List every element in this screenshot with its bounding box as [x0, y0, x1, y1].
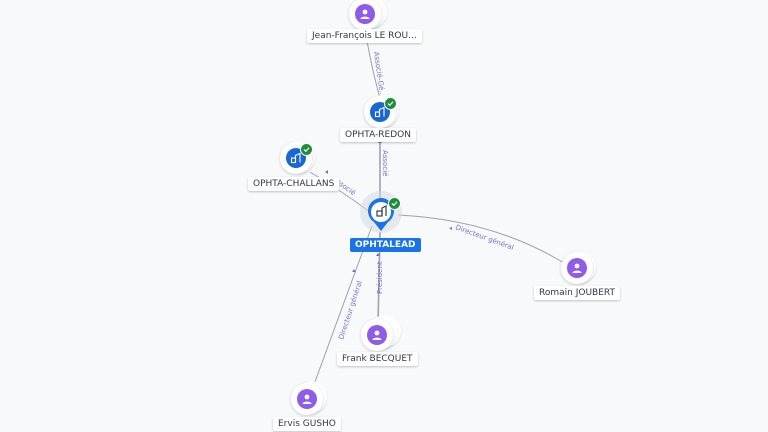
edge-label-main-romain: Directeur général	[454, 223, 514, 252]
node-ervis-gusho[interactable]	[291, 381, 331, 417]
node-label-frank-becquet[interactable]: Frank BECQUET	[337, 352, 418, 366]
person-icon	[367, 325, 387, 345]
node-frank-becquet[interactable]	[361, 315, 405, 351]
verified-check-icon	[300, 143, 313, 156]
edge-ophtalead-romain-joubert[interactable]	[397, 214, 576, 271]
edge-label-redon-main: Associé	[381, 150, 389, 176]
node-circle	[349, 0, 381, 30]
verified-check-icon	[384, 97, 397, 110]
node-label-romain-joubert[interactable]: Romain JOUBERT	[534, 286, 620, 300]
person-icon	[567, 258, 587, 278]
node-circle	[561, 252, 593, 284]
node-label-jean-francois-le-rou[interactable]: Jean-François LE ROU...	[307, 29, 422, 43]
verified-check-icon	[388, 197, 401, 210]
node-ophta-challans[interactable]	[280, 141, 320, 175]
node-romain-joubert[interactable]	[561, 251, 601, 285]
node-circle	[361, 319, 393, 351]
person-icon	[297, 389, 317, 409]
node-label-ervis-gusho[interactable]: Ervis GUSHO	[273, 417, 341, 431]
edge-label-main-frank: Président	[376, 261, 384, 294]
building-icon	[376, 205, 387, 217]
node-circle	[291, 383, 323, 415]
person-icon	[355, 4, 375, 24]
ophtalead-map-pin[interactable]	[360, 191, 402, 233]
node-label-ophta-redon[interactable]: OPHTA-REDON	[340, 128, 416, 142]
node-jean-francois-le-rou[interactable]	[349, 0, 389, 30]
node-label-ophtalead[interactable]: OPHTALEAD	[350, 238, 421, 252]
node-label-ophta-challans[interactable]: OPHTA-CHALLANS	[248, 177, 340, 191]
node-ophta-redon[interactable]	[364, 95, 404, 129]
